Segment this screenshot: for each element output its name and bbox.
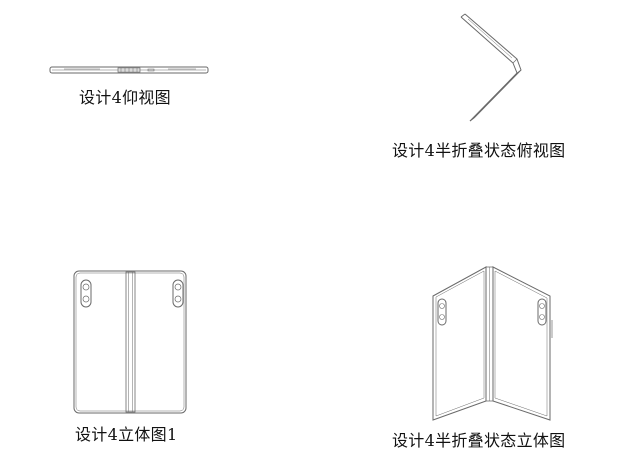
left-panel [433,267,486,420]
fold-left-camera [438,299,446,325]
right-camera-module [173,280,183,307]
caption-bottom-view: 设计4仰视图 [79,88,171,107]
bottom-view-outline [50,67,208,73]
left-camera-module [81,280,91,307]
fold-right-camera [538,299,546,325]
right-panel [493,267,550,420]
caption-half-fold-top-view: 设计4半折叠状态俯视图 [392,141,566,160]
device-back-outline [74,271,186,413]
caption-perspective-view-1: 设计4立体图1 [75,425,178,444]
hinge [126,272,135,412]
bottom-view-port [148,69,154,71]
caption-half-fold-perspective: 设计4半折叠状态立体图 [392,431,566,450]
